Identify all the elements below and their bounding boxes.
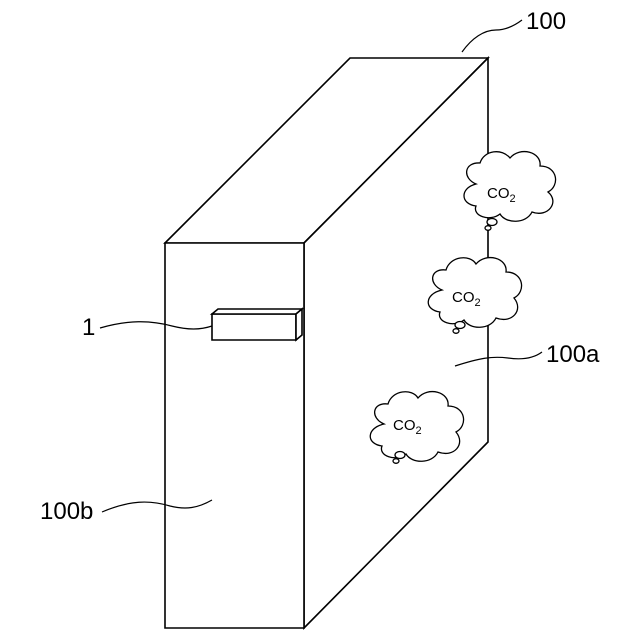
label-100a: 100a: [546, 341, 600, 368]
co2-cloud-3-bubble-1: [395, 452, 405, 459]
co2-cloud-1-bubble-1: [487, 219, 497, 226]
co2-cloud-3-bubble-2: [393, 459, 399, 464]
label-100b: 100b: [40, 498, 93, 525]
co2-cloud-1-bubble-2: [485, 226, 491, 231]
box: [165, 58, 488, 628]
co2-cloud-2-bubble-1: [455, 322, 465, 329]
component-block: [212, 309, 302, 340]
label-100: 100: [526, 8, 566, 35]
component-block-side: [296, 309, 302, 340]
component-block-front: [212, 314, 296, 340]
box-front-face: [165, 243, 304, 628]
leader-100: [462, 20, 522, 52]
co2-cloud-2-bubble-2: [453, 329, 459, 334]
component-block-top: [212, 309, 302, 314]
label-1: 1: [82, 314, 95, 341]
